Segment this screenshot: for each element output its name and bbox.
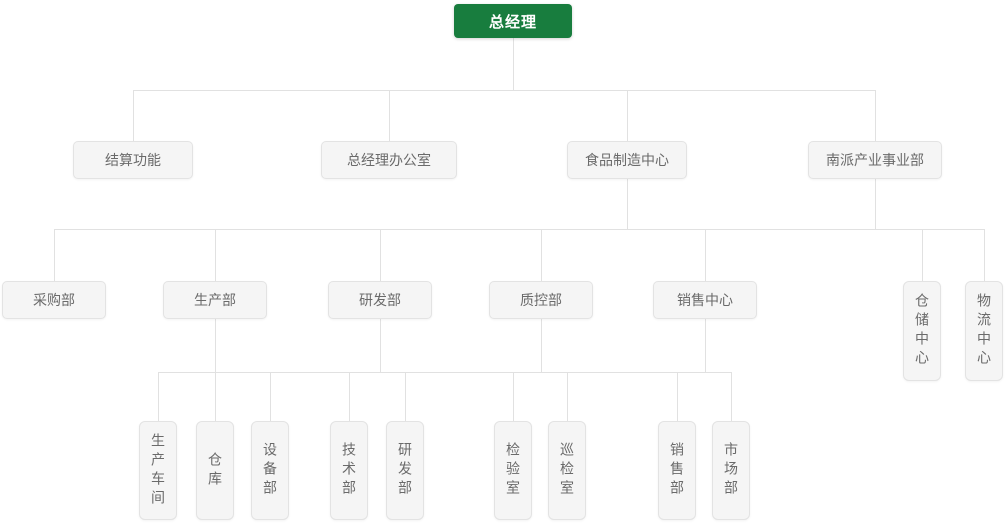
connector-drop bbox=[349, 372, 350, 421]
node-label: 总经理 bbox=[488, 13, 537, 31]
node-label: 研发部 bbox=[359, 292, 401, 308]
connector-drop bbox=[541, 229, 542, 281]
connector-drop bbox=[875, 90, 876, 141]
connector-drop bbox=[158, 372, 159, 421]
connector-drop bbox=[215, 372, 216, 421]
node-label: 技术部 bbox=[341, 442, 357, 499]
node-sales-dept: 销售部 bbox=[658, 421, 696, 520]
connector-feeder bbox=[215, 319, 216, 372]
node-label: 物流中心 bbox=[976, 293, 992, 369]
connector-rail-level3 bbox=[54, 229, 984, 230]
node-settlement-function: 结算功能 bbox=[73, 141, 193, 179]
node-label: 生产部 bbox=[194, 292, 236, 308]
node-technology-dept: 技术部 bbox=[330, 421, 368, 520]
node-label: 质控部 bbox=[520, 292, 562, 308]
node-label: 销售部 bbox=[669, 442, 685, 499]
connector-drop bbox=[54, 229, 55, 281]
connector-feeder bbox=[875, 179, 876, 229]
connector-feeder bbox=[380, 319, 381, 372]
node-patrol-inspection-room: 巡检室 bbox=[548, 421, 586, 520]
node-sales-center: 销售中心 bbox=[653, 281, 757, 319]
node-logistics-center: 物流中心 bbox=[965, 281, 1003, 381]
node-production-workshop: 生产车间 bbox=[139, 421, 177, 520]
connector-feeder bbox=[627, 179, 628, 229]
node-label: 生产车间 bbox=[150, 432, 166, 509]
node-label: 销售中心 bbox=[677, 292, 733, 308]
node-label: 采购部 bbox=[33, 292, 75, 308]
connector-root-trunk bbox=[513, 38, 514, 90]
node-marketing-dept: 市场部 bbox=[712, 421, 750, 520]
connector-drop bbox=[922, 229, 923, 281]
node-label: 仓库 bbox=[207, 451, 223, 490]
connector-drop bbox=[984, 229, 985, 281]
node-label: 南派产业事业部 bbox=[826, 152, 924, 168]
node-rnd-dept: 研发部 bbox=[328, 281, 432, 319]
connector-drop bbox=[567, 372, 568, 421]
node-purchasing-dept: 采购部 bbox=[2, 281, 106, 319]
node-label: 检验室 bbox=[505, 442, 521, 499]
connector-feeder bbox=[541, 319, 542, 372]
node-food-manufacturing-center: 食品制造中心 bbox=[567, 141, 687, 179]
node-inspection-room: 检验室 bbox=[494, 421, 532, 520]
node-production-dept: 生产部 bbox=[163, 281, 267, 319]
node-label: 市场部 bbox=[723, 442, 739, 499]
connector-drop bbox=[513, 372, 514, 421]
node-label: 食品制造中心 bbox=[585, 152, 669, 168]
connector-drop bbox=[270, 372, 271, 421]
connector-rail-level2 bbox=[133, 90, 875, 91]
node-general-manager: 总经理 bbox=[454, 4, 572, 38]
node-equipment-dept: 设备部 bbox=[251, 421, 289, 520]
connector-drop bbox=[627, 90, 628, 141]
connector-drop bbox=[215, 229, 216, 281]
node-label: 结算功能 bbox=[105, 152, 161, 168]
node-label: 设备部 bbox=[262, 442, 278, 499]
node-warehousing-center: 仓储中心 bbox=[903, 281, 941, 381]
node-quality-control-dept: 质控部 bbox=[489, 281, 593, 319]
node-label: 总经理办公室 bbox=[347, 152, 431, 168]
connector-drop bbox=[705, 229, 706, 281]
connector-rail-level4 bbox=[158, 372, 731, 373]
connector-drop bbox=[731, 372, 732, 421]
node-rnd-sub-dept: 研发部 bbox=[386, 421, 424, 520]
node-nanpai-industry-division: 南派产业事业部 bbox=[808, 141, 942, 179]
connector-drop bbox=[133, 90, 134, 141]
node-general-manager-office: 总经理办公室 bbox=[321, 141, 457, 179]
connector-drop bbox=[389, 90, 390, 141]
connector-feeder bbox=[705, 319, 706, 372]
node-label: 仓储中心 bbox=[914, 293, 930, 369]
node-warehouse: 仓库 bbox=[196, 421, 234, 520]
connector-drop bbox=[405, 372, 406, 421]
node-label: 巡检室 bbox=[559, 442, 575, 499]
connector-drop bbox=[677, 372, 678, 421]
node-label: 研发部 bbox=[397, 442, 413, 499]
connector-drop bbox=[380, 229, 381, 281]
